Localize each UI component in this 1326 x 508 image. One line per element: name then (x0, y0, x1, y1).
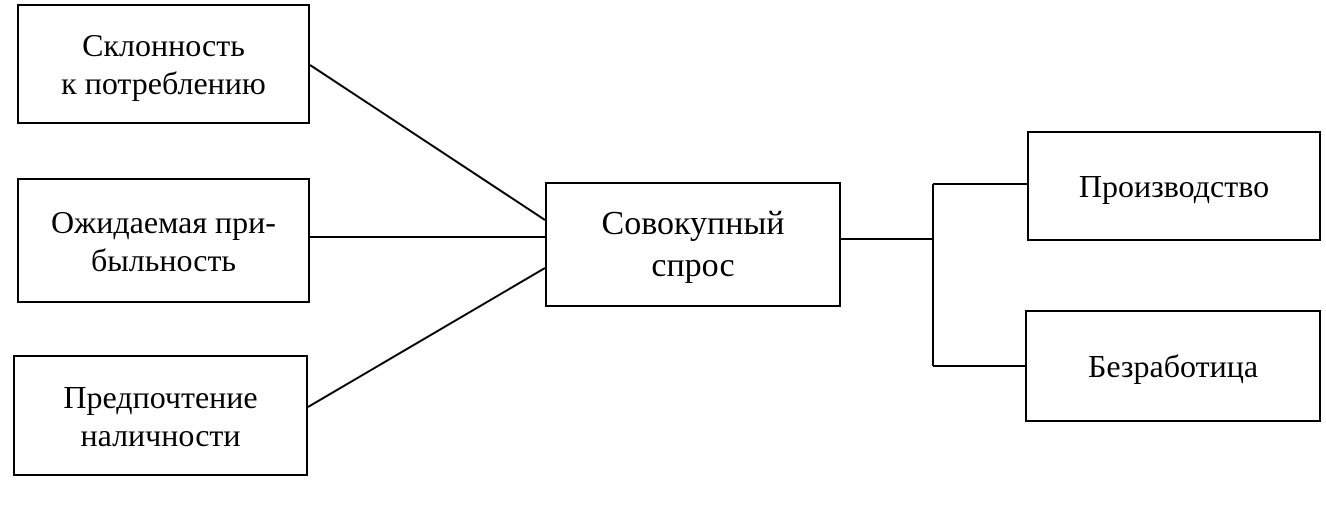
input-box-profit-label: Ожидаемая при- быльность (51, 203, 276, 278)
input-box-profit: Ожидаемая при- быльность (17, 178, 310, 303)
output-box-unemployment: Безработица (1025, 310, 1321, 422)
output-box-production: Производство (1027, 131, 1321, 241)
input-box-propensity: Склонность к потреблению (17, 4, 310, 124)
center-box-demand-label: Совокупный спрос (601, 204, 785, 284)
edge-liquidity-to-demand (307, 267, 546, 408)
output-box-unemployment-label: Безработица (1087, 348, 1259, 384)
input-box-liquidity: Предпочтение наличности (13, 355, 308, 476)
output-box-production-label: Производство (1078, 168, 1270, 204)
input-box-propensity-label: Склонность к потреблению (61, 27, 266, 101)
center-box-demand: Совокупный спрос (545, 182, 841, 307)
edge-propensity-to-demand (309, 64, 546, 221)
input-box-liquidity-label: Предпочтение наличности (63, 378, 258, 453)
